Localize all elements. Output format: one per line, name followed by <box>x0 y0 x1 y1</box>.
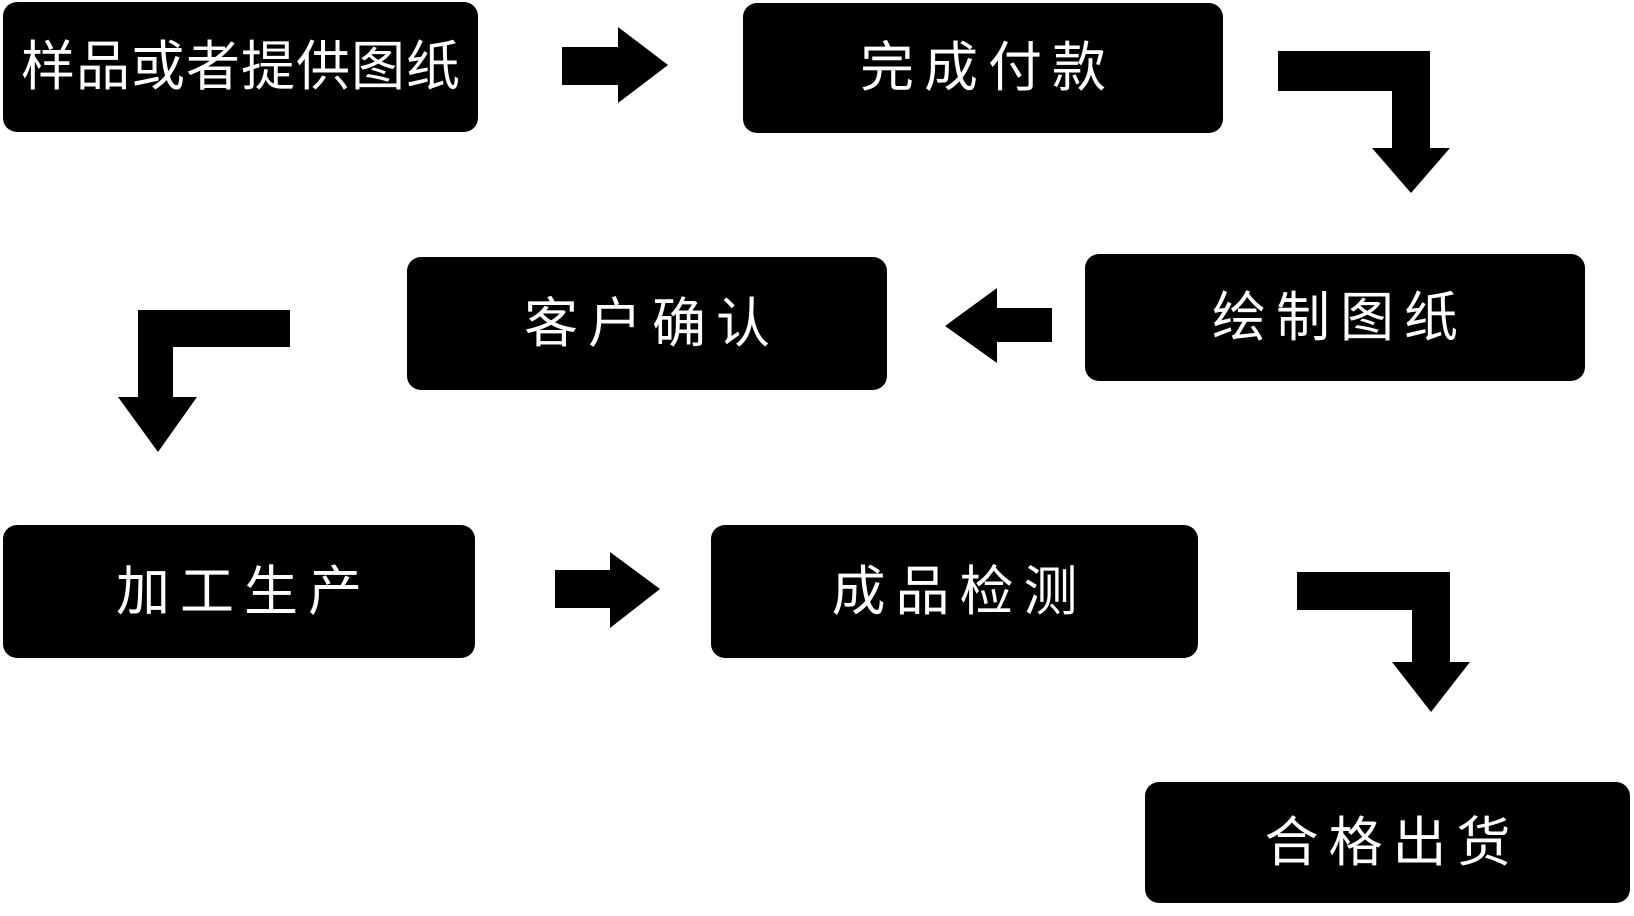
flow-node-qualified-shipment: 合格出货 <box>1145 782 1630 903</box>
flow-node-label: 绘制图纸 <box>1212 287 1468 348</box>
arrow-step2-to-step3-elbow-down-icon <box>1278 51 1450 193</box>
flow-node-complete-payment: 完成付款 <box>743 3 1223 133</box>
flow-node-label: 样品或者提供图纸 <box>21 37 461 97</box>
flow-node-label: 加工生产 <box>116 561 372 622</box>
arrow-step5-to-step6-right-icon <box>555 552 660 628</box>
flow-node-draw-drawings: 绘制图纸 <box>1085 254 1585 381</box>
flow-node-sample-or-drawing: 样品或者提供图纸 <box>3 2 478 132</box>
arrow-step3-to-step4-left-icon <box>945 288 1052 363</box>
flow-node-label: 完成付款 <box>860 38 1116 98</box>
flow-node-label: 成品检测 <box>831 561 1088 622</box>
flow-node-label: 客户确认 <box>524 293 780 354</box>
flow-node-label: 合格出货 <box>1264 812 1521 873</box>
arrow-step4-to-step5-elbow-down-icon <box>118 310 290 452</box>
flow-node-finished-product-inspection: 成品检测 <box>711 525 1198 658</box>
arrow-step6-to-step7-elbow-down-icon <box>1297 572 1470 712</box>
flow-node-processing-production: 加工生产 <box>3 525 475 658</box>
flow-node-customer-confirm: 客户确认 <box>407 257 887 390</box>
arrow-step1-to-step2-right-icon <box>562 27 668 103</box>
